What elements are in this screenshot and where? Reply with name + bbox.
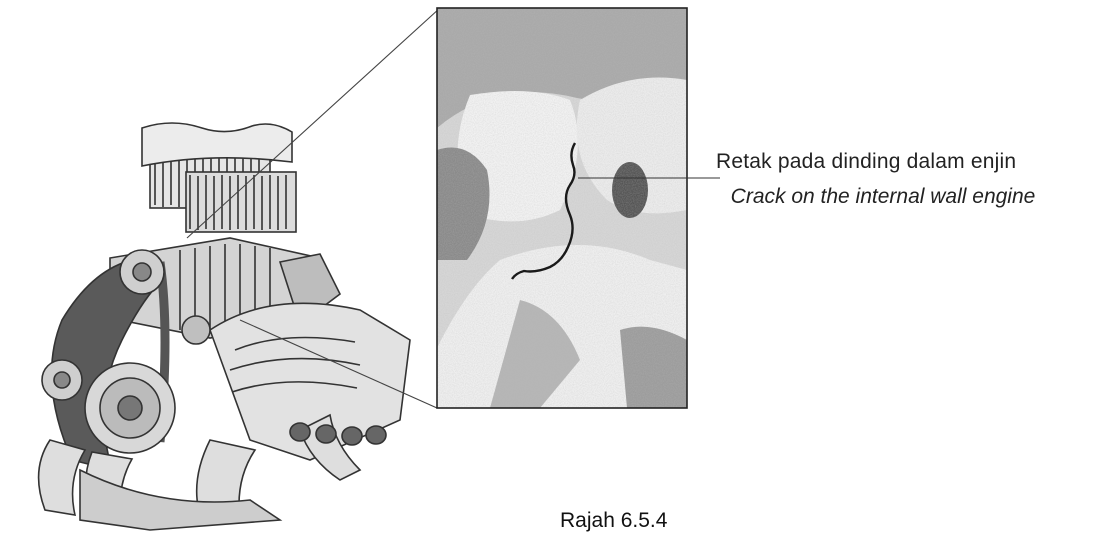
annotation-english-label: Crack on the internal wall engine (716, 181, 1050, 212)
engine-illustration (39, 123, 410, 530)
annotation-malay-label: Retak pada dinding dalam enjin (716, 150, 1088, 174)
figure-caption: Rajah 6.5.4 (560, 509, 740, 533)
zoom-inset (437, 8, 687, 408)
intake-stacks (142, 123, 296, 232)
